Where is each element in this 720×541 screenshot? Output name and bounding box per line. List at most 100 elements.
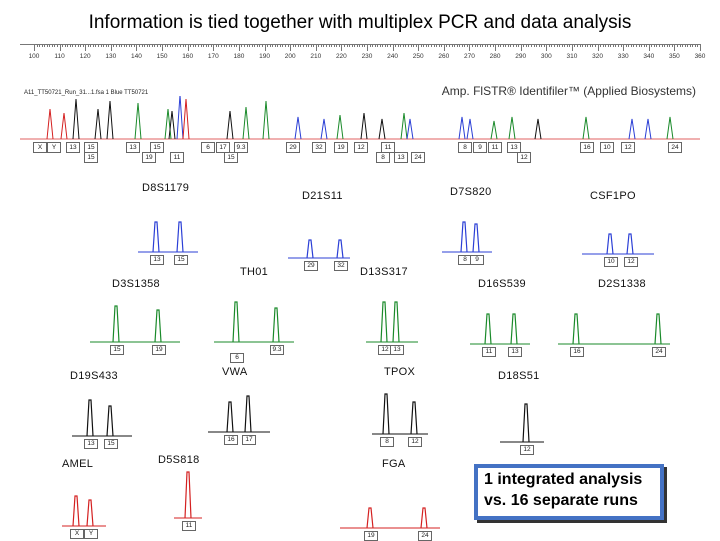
ruler-minor-tick (518, 44, 520, 47)
locus-label: D13S317 (360, 266, 408, 278)
ruler-tick (469, 44, 471, 51)
main-peak (94, 108, 102, 140)
allele-bin: 32 (312, 142, 326, 153)
allele-bin: 12 (354, 142, 368, 153)
locus-trace (214, 301, 294, 343)
ruler-minor-tick (436, 44, 438, 47)
main-peak (182, 98, 190, 140)
ruler-minor-tick (67, 44, 69, 47)
ruler-minor-tick (420, 44, 422, 47)
locus-trace (582, 233, 654, 255)
ruler-minor-tick (451, 44, 453, 47)
ruler-minor-tick (431, 44, 433, 47)
ruler-minor-tick (274, 44, 276, 47)
ruler-minor-tick (57, 44, 59, 47)
ruler-minor-tick (338, 44, 340, 47)
allele-bin: 17 (216, 142, 230, 153)
ruler-minor-tick (164, 44, 166, 47)
allele-label: 12 (408, 437, 422, 447)
ruler-minor-tick (507, 44, 509, 47)
ruler-minor-tick (369, 44, 371, 47)
ruler-minor-tick (425, 44, 427, 47)
ruler-label: 340 (643, 53, 655, 60)
ruler-tick (34, 44, 35, 51)
ruler-minor-tick (692, 44, 694, 47)
ruler-minor-tick (666, 44, 668, 47)
ruler-minor-tick (156, 44, 158, 47)
main-peak (46, 108, 54, 140)
ruler-minor-tick (197, 44, 199, 47)
ruler-tick (341, 44, 343, 51)
ruler-minor-tick (256, 44, 258, 47)
ruler-tick (59, 44, 61, 51)
allele-bin: Y (47, 142, 61, 153)
ruler-minor-tick (336, 44, 338, 47)
ruler-minor-tick (190, 44, 192, 47)
ruler-label: 290 (515, 53, 527, 60)
ruler-minor-tick (226, 44, 228, 47)
ruler-minor-tick (192, 44, 194, 47)
allele-peak (86, 399, 94, 437)
ruler-minor-tick (282, 44, 284, 47)
ruler-minor-tick (456, 44, 458, 47)
main-peak (226, 110, 234, 140)
ruler-minor-tick (231, 44, 233, 47)
allele-label: 9.3 (270, 345, 284, 355)
allele-label: 13 (150, 255, 164, 265)
ruler-minor-tick (351, 44, 353, 47)
ruler-label: 120 (79, 53, 91, 60)
ruler-minor-tick (505, 44, 507, 47)
ruler-minor-tick (46, 44, 48, 47)
ruler-minor-tick (74, 44, 76, 47)
ruler-minor-tick (607, 44, 609, 47)
main-peak (508, 116, 516, 140)
allele-bin: 6 (201, 142, 215, 153)
ruler-minor-tick (210, 44, 212, 47)
ruler-minor-tick (208, 44, 210, 47)
main-peak (400, 112, 408, 140)
locus-label: VWA (222, 366, 248, 378)
locus-trace (340, 507, 440, 529)
allele-bin: 13 (126, 142, 140, 153)
ruler-minor-tick (103, 44, 105, 47)
ruler-minor-tick (364, 44, 366, 47)
ruler-minor-tick (579, 44, 581, 47)
ruler-minor-tick (49, 44, 51, 47)
ruler-minor-tick (671, 44, 673, 47)
main-peak (534, 118, 542, 140)
ruler-minor-tick (154, 44, 156, 47)
ruler-minor-tick (292, 44, 294, 47)
ruler-minor-tick (643, 44, 645, 47)
locus-label: D18S51 (498, 370, 540, 382)
ruler-tick (443, 44, 445, 51)
ruler-minor-tick (543, 44, 545, 47)
ruler-label: 220 (335, 53, 347, 60)
ruler-minor-tick (474, 44, 476, 47)
ruler-tick (571, 44, 573, 51)
ruler-minor-tick (577, 44, 579, 47)
locus-trace (138, 221, 198, 253)
ruler-label: 160 (182, 53, 194, 60)
ruler-label: 360 (694, 53, 706, 60)
locus-label: D2S1338 (598, 278, 646, 290)
ruler-minor-tick (92, 44, 94, 47)
ruler-label: 330 (617, 53, 629, 60)
locus-label: AMEL (62, 458, 94, 470)
allele-label: 13 (84, 439, 98, 449)
ruler-minor-tick (346, 44, 348, 47)
ruler-label: 250 (412, 53, 424, 60)
main-peak (164, 108, 172, 140)
allele-peak (626, 233, 634, 255)
allele-bin: 11 (488, 142, 502, 153)
ruler-minor-tick (651, 44, 653, 47)
ruler-label: 170 (207, 53, 219, 60)
ruler-minor-tick (182, 44, 184, 47)
allele-peak (272, 307, 280, 343)
ruler-tick (674, 44, 676, 51)
run-label: A11_TT50721_Run_31...1.fsa 1 Blue TT5072… (24, 90, 149, 96)
ruler-minor-tick (64, 44, 66, 47)
ruler-minor-tick (267, 44, 269, 47)
ruler-minor-tick (244, 44, 246, 47)
ruler-minor-tick (484, 44, 486, 47)
ruler-minor-tick (133, 44, 135, 47)
